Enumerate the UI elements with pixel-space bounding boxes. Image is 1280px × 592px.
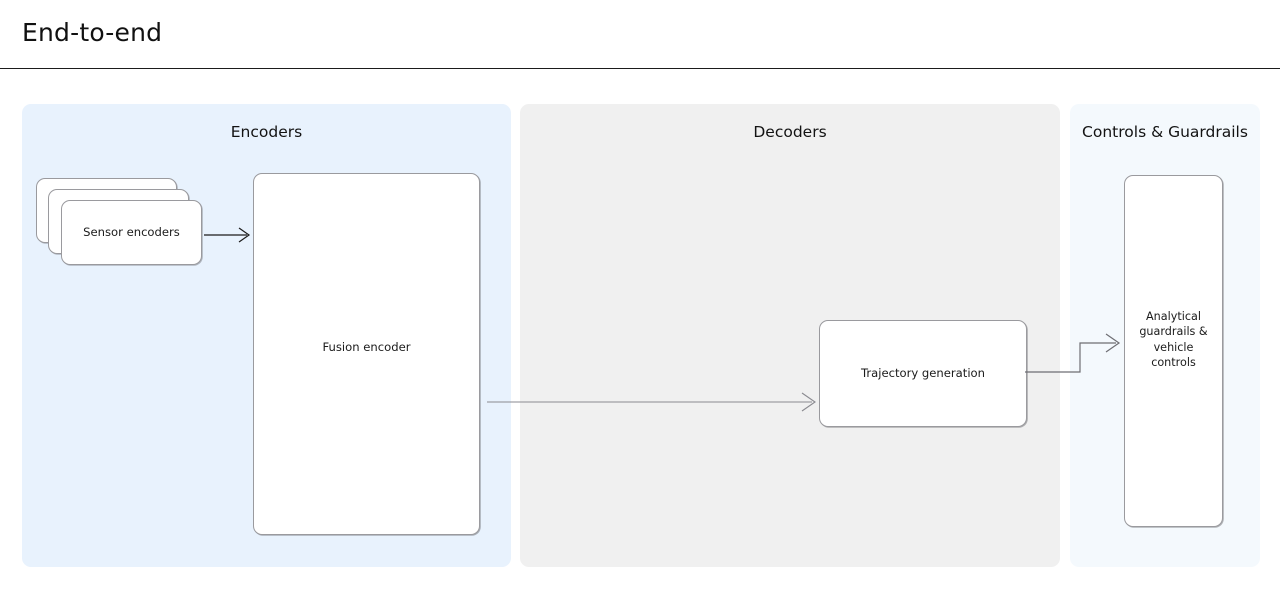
node-trajectory-generation[interactable]: Trajectory generation <box>819 320 1027 427</box>
node-trajectory-generation-label: Trajectory generation <box>861 365 985 380</box>
node-sensor-encoders[interactable]: Sensor encoders <box>36 178 202 266</box>
node-analytical-guardrails[interactable]: Analytical guardrails & vehicle controls <box>1124 175 1223 527</box>
panel-encoders-title: Encoders <box>230 123 303 141</box>
title-divider <box>0 68 1280 69</box>
page-title: End-to-end <box>22 18 163 47</box>
node-sensor-encoders-label: Sensor encoders <box>83 224 180 239</box>
node-fusion-encoder[interactable]: Fusion encoder <box>253 173 480 535</box>
arrow-trajectory-generation-to-analytical-guardrails <box>1025 333 1121 373</box>
sensor-encoders-card-front: Sensor encoders <box>61 200 202 265</box>
arrow-sensor-encoders-to-fusion-encoder <box>204 227 251 243</box>
node-fusion-encoder-label: Fusion encoder <box>322 340 411 354</box>
node-analytical-guardrails-label: Analytical guardrails & vehicle controls <box>1139 310 1208 370</box>
panel-controls-guardrails-title: Controls & Guardrails <box>1082 123 1248 141</box>
arrow-fusion-encoder-to-trajectory-generation <box>487 392 816 412</box>
panel-decoders-title: Decoders <box>753 123 827 141</box>
